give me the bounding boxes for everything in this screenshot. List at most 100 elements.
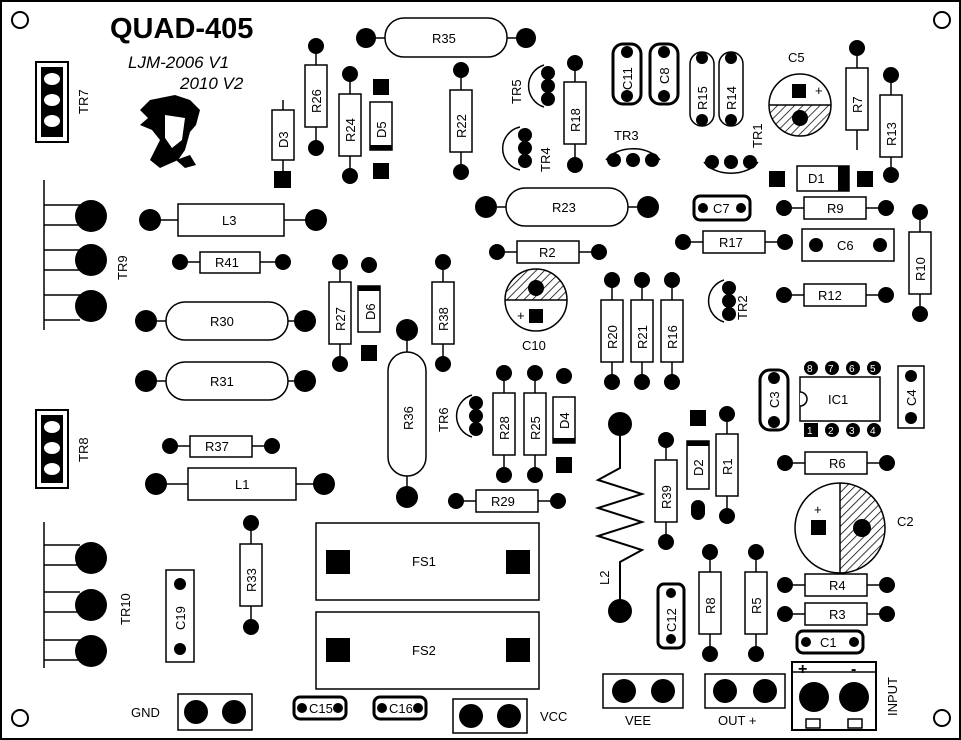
tr3-footprint: TR3 (605, 128, 661, 167)
mounting-hole (11, 11, 29, 29)
r26-footprint: R26 (304, 38, 328, 156)
label-gnd: GND (131, 705, 160, 720)
d6-footprint: D6 (357, 257, 381, 361)
ic1-pin-3: 3 (849, 426, 855, 437)
mounting-hole (933, 11, 951, 29)
label-r2: R2 (539, 245, 556, 260)
tr6-footprint: TR6 (436, 394, 483, 438)
label-r3: R3 (829, 607, 846, 622)
c7-footprint: C7 (692, 194, 752, 222)
r38-footprint: R38 (431, 254, 455, 372)
label-d3: D3 (276, 131, 291, 148)
tr2-footprint: TR2 (707, 279, 750, 323)
label-c1: C1 (820, 635, 837, 650)
label-vcc: VCC (540, 709, 567, 724)
r4-footprint: R4 (777, 573, 895, 597)
ic1-pin-6: 6 (849, 364, 855, 375)
label-tr3: TR3 (614, 128, 639, 143)
label-r9: R9 (827, 201, 844, 216)
r3-footprint: R3 (777, 602, 895, 626)
artist-logo (140, 95, 200, 168)
r14-footprint: R14 (718, 51, 744, 127)
input-plus-marker: + (798, 661, 807, 678)
c4-footprint: C4 (897, 365, 925, 429)
label-tr9: TR9 (115, 255, 130, 280)
label-r20: R20 (605, 325, 620, 349)
label-r38: R38 (436, 307, 451, 331)
label-d4: D4 (557, 412, 572, 429)
label-r39: R39 (659, 485, 674, 509)
r18-footprint: R18 (563, 55, 587, 173)
r2-footprint: R2 (489, 240, 607, 264)
r5-footprint: R5 (744, 544, 768, 662)
r8-footprint: R8 (698, 544, 722, 662)
label-r13: R13 (884, 122, 899, 146)
label-r35: R35 (432, 31, 456, 46)
label-r21: R21 (635, 325, 650, 349)
label-c12: C12 (664, 608, 679, 632)
d2-footprint: D2 (686, 410, 710, 520)
label-d5: D5 (374, 121, 389, 138)
c16-footprint: C16 (372, 695, 428, 721)
d4-footprint: D4 (552, 368, 576, 473)
label-tr1: TR1 (750, 123, 765, 148)
ic1-pin-8: 8 (807, 364, 813, 375)
label-tr10: TR10 (118, 593, 133, 625)
ic1-pin-4: 4 (870, 426, 876, 437)
label-fs1: FS1 (412, 554, 436, 569)
label-r14: R14 (724, 86, 739, 110)
r29-footprint: R29 (448, 489, 566, 513)
label-tr4: TR4 (538, 147, 553, 172)
label-r6: R6 (829, 456, 846, 471)
label-r27: R27 (333, 307, 348, 331)
label-r8: R8 (703, 597, 718, 614)
label-c7: C7 (713, 201, 730, 216)
c6-footprint: C6 (801, 228, 895, 262)
label-r41: R41 (215, 255, 239, 270)
label-input: INPUT (885, 677, 900, 716)
label-r25: R25 (528, 416, 543, 440)
label-c5: C5 (788, 50, 805, 65)
label-l2: L2 (597, 571, 612, 585)
label-r12: R12 (818, 288, 842, 303)
label-d6: D6 (363, 303, 378, 320)
r39-footprint: R39 (654, 432, 678, 550)
label-r24: R24 (343, 118, 358, 142)
c3-footprint: C3 (758, 368, 790, 432)
label-r5: R5 (749, 597, 764, 614)
d1-footprint: D1 (769, 165, 873, 192)
label-r30: R30 (210, 314, 234, 329)
l3-footprint: L3 (139, 203, 327, 237)
r33-footprint: R33 (239, 515, 263, 635)
r20-footprint: R20 (600, 272, 624, 390)
r36-footprint: R36 (387, 319, 427, 508)
r7-footprint: R7 (845, 40, 869, 150)
r23-footprint: R23 (475, 187, 659, 227)
label-l3: L3 (222, 213, 236, 228)
label-r31: R31 (210, 374, 234, 389)
input-minus-marker: - (851, 661, 856, 678)
label-tr8: TR8 (76, 437, 91, 462)
c11-footprint: C11 (611, 42, 643, 106)
r6-footprint: R6 (777, 451, 895, 475)
d5-footprint: D5 (369, 79, 393, 179)
label-tr2: TR2 (735, 295, 750, 320)
r24-footprint: R24 (338, 66, 362, 184)
label-tr6: TR6 (436, 407, 451, 432)
ic1-pin-1: 1 (807, 426, 813, 437)
input-terminal: + - INPUT (791, 661, 900, 731)
label-r16: R16 (665, 325, 680, 349)
out-connector: OUT + (704, 673, 786, 728)
label-r15: R15 (695, 86, 710, 110)
fs2-footprint: FS2 (315, 611, 540, 690)
label-c2: C2 (897, 514, 914, 529)
c5-footprint: + C5 (768, 50, 832, 137)
label-d1: D1 (808, 171, 825, 186)
r35-footprint: R35 (356, 17, 536, 58)
r13-footprint: R13 (879, 67, 903, 183)
r30-footprint: R30 (135, 301, 316, 341)
vee-connector: VEE (602, 673, 684, 728)
label-d2: D2 (691, 459, 706, 476)
